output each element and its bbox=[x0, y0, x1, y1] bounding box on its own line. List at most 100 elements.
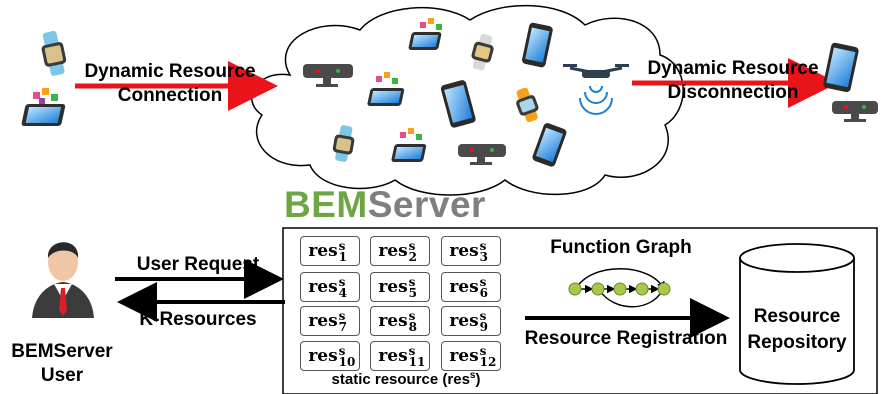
resource-sub: 9 bbox=[479, 320, 489, 334]
label-line: BEMServer bbox=[11, 341, 113, 362]
resource-sub: 2 bbox=[408, 250, 418, 264]
resource-sub: 6 bbox=[479, 286, 489, 300]
resource-sub: 10 bbox=[338, 355, 356, 369]
resource-base: res bbox=[449, 277, 479, 297]
sensor-bar-icon bbox=[303, 64, 353, 87]
tablet-apps-icon bbox=[408, 18, 442, 50]
bemserver-user-label: BEMServer User bbox=[6, 340, 118, 388]
resource-base: res bbox=[308, 241, 338, 261]
resource-base: res bbox=[308, 311, 338, 331]
resource-sub: 3 bbox=[479, 250, 489, 264]
caption-sup: s bbox=[469, 370, 476, 381]
resource-base: res bbox=[378, 241, 408, 261]
resource-sup: s bbox=[408, 344, 416, 358]
user-request-label: User Request bbox=[136, 254, 260, 275]
sensor-bar-icon bbox=[832, 101, 878, 122]
title-part-bem: BEM bbox=[284, 184, 368, 225]
resource-sup: s bbox=[408, 309, 416, 323]
resource-sup: s bbox=[338, 344, 346, 358]
resource-sub: 4 bbox=[338, 286, 348, 300]
repository-cylinder-icon bbox=[739, 243, 855, 385]
resource-base: res bbox=[378, 311, 408, 331]
resource-sup: s bbox=[479, 309, 487, 323]
smartphone-icon bbox=[440, 80, 476, 128]
resource-sup: s bbox=[408, 239, 416, 253]
bemserver-title: BEMServer bbox=[284, 184, 486, 226]
resource-sup: s bbox=[479, 239, 487, 253]
resource-base: res bbox=[308, 346, 338, 366]
title-part-server: Server bbox=[367, 184, 486, 225]
smartwatch-icon bbox=[516, 87, 539, 123]
function-graph-label: Function Graph bbox=[550, 237, 692, 258]
resource-sup: s bbox=[338, 275, 346, 289]
resource-sub: 5 bbox=[408, 286, 418, 300]
resource-sub: 1 bbox=[338, 250, 348, 264]
resource-sup: s bbox=[479, 275, 487, 289]
tablet-apps-icon bbox=[367, 72, 405, 106]
dynamic-connection-label: Dynamic Resource Connection bbox=[70, 60, 270, 108]
resource-sup: s bbox=[338, 239, 346, 253]
resource-base: res bbox=[378, 346, 408, 366]
resource-sub: 12 bbox=[479, 355, 497, 369]
smartwatch-icon bbox=[471, 33, 494, 71]
sensor-bar-icon bbox=[458, 144, 506, 165]
tablet-apps-icon bbox=[391, 128, 427, 162]
resource-sup: s bbox=[479, 344, 487, 358]
smartphone-icon bbox=[823, 42, 859, 93]
resource-sup: s bbox=[408, 275, 416, 289]
user-avatar-icon bbox=[32, 242, 94, 318]
label-line: Resource bbox=[753, 306, 841, 327]
label-line: Repository bbox=[747, 332, 847, 353]
label-line: Dynamic Resource bbox=[84, 61, 256, 82]
label-line: Connection bbox=[117, 85, 223, 106]
caption-end: ) bbox=[475, 371, 481, 388]
drone-icon bbox=[563, 64, 629, 115]
dynamic-disconnection-label: Dynamic Resource Disconnection bbox=[628, 57, 838, 105]
resource-base: res bbox=[449, 241, 479, 261]
smartphone-icon bbox=[532, 123, 567, 167]
label-line: Dynamic Resource bbox=[647, 58, 819, 79]
k-resources-label: K-Resources bbox=[139, 309, 257, 330]
static-resource-caption: static resource (ress) bbox=[300, 370, 512, 388]
resource-sup: s bbox=[338, 309, 346, 323]
label-line: User bbox=[40, 365, 84, 386]
smartphone-icon bbox=[522, 22, 553, 68]
tablet-apps-icon bbox=[21, 88, 66, 126]
label-line: Disconnection bbox=[667, 82, 799, 103]
resource-sub: 7 bbox=[338, 320, 348, 334]
resource-registration-label: Resource Registration bbox=[524, 328, 728, 349]
smartwatch-icon bbox=[332, 125, 355, 162]
resource-sub: 8 bbox=[408, 320, 418, 334]
resource-base: res bbox=[449, 311, 479, 331]
smartwatch-icon bbox=[41, 30, 67, 76]
function-graph-icon bbox=[568, 268, 671, 308]
resource-base: res bbox=[449, 346, 479, 366]
resource-sub: 11 bbox=[408, 355, 426, 369]
resource-base: res bbox=[378, 277, 408, 297]
resource-base: res bbox=[308, 277, 338, 297]
